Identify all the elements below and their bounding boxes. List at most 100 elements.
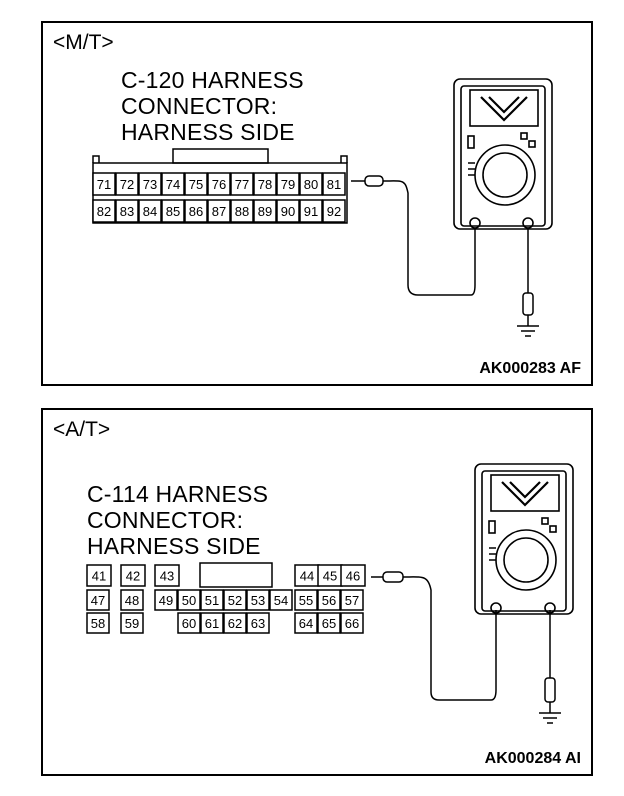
pin-number: 89 [258,204,272,219]
multimeter-bezel [460,85,546,227]
connector-pin-63: 63 [246,612,270,634]
connector-pin-82: 82 [92,199,116,223]
pin-number: 45 [323,569,337,584]
pin-cell [207,172,231,196]
pin-cell [246,612,270,634]
connector-pin-72: 72 [115,172,139,196]
pin-number: 47 [91,593,105,608]
connector-pin-66: 66 [340,612,364,634]
pin-number: 60 [182,616,196,631]
pin-cell [230,199,254,223]
connector-pin-81: 81 [322,172,346,196]
pin-number: 61 [205,616,219,631]
connector-pin-83: 83 [115,199,139,223]
ground-icon [539,702,561,724]
connector-pin-55: 55 [294,589,318,611]
pin-cell [115,199,139,223]
connector-pin-71: 71 [92,172,116,196]
connector-pin-92: 92 [322,199,346,223]
connector-pin-77: 77 [230,172,254,196]
connector-pin-75: 75 [184,172,208,196]
probe-tip [364,175,384,187]
connector-pin-48: 48 [120,589,144,611]
connector-pin-49: 49 [154,589,178,611]
transmission-label: <A/T> [53,418,111,441]
pin-cell [200,589,224,611]
pin-number: 66 [345,616,359,631]
connector-pin-53: 53 [246,589,270,611]
pin-cell [317,612,341,634]
transmission-label: <M/T> [53,31,114,54]
figure-code: AK000283 AF [479,360,581,377]
pin-number: 88 [235,204,249,219]
pin-cell [299,172,323,196]
pin-number: 53 [251,593,265,608]
connector-pin-42: 42 [120,564,146,587]
pin-number: 63 [251,616,265,631]
multimeter-bezel [481,470,567,612]
pin-number: 82 [97,204,111,219]
pin-number: 91 [304,204,318,219]
pin-cell [200,612,224,634]
pin-cell [276,172,300,196]
pin-cell [92,199,116,223]
probe-wiring [351,175,539,337]
pin-number: 81 [327,177,341,192]
connector-pin-65: 65 [317,612,341,634]
pin-number: 87 [212,204,226,219]
connector-pin-89: 89 [253,199,277,223]
pin-number: 56 [322,593,336,608]
mode-button-1 [541,517,549,525]
mode-button-1 [520,132,528,140]
pin-number: 80 [304,177,318,192]
connector-pin-44: 44 [294,564,320,587]
connector-pin-59: 59 [120,612,144,634]
pin-cell [246,589,270,611]
connector-pin-88: 88 [230,199,254,223]
com-jack [469,217,481,229]
pin-number: 74 [166,177,180,192]
v-jack [522,217,534,229]
pin-number: 43 [160,569,174,584]
connector-title-line-2: CONNECTOR: [121,93,278,119]
multimeter [453,78,553,230]
connector-ears [92,155,348,163]
at-panel: <A/T> C-114 HARNESS CONNECTOR: HARNESS S… [41,408,593,776]
connector-pin-46: 46 [340,564,366,587]
range-indicator [488,520,496,534]
ground-icon [517,315,539,337]
connector-latch [199,562,273,588]
selector-dial [474,144,536,206]
connector-pin-57: 57 [340,589,364,611]
pin-cell [184,172,208,196]
connector-latch [172,148,269,164]
ground-clip [522,292,534,316]
pin-cell [161,199,185,223]
pin-number: 62 [228,616,242,631]
pin-number: 54 [274,593,288,608]
pin-number: 73 [143,177,157,192]
selector-dial [495,529,557,591]
connector-pin-74: 74 [161,172,185,196]
pin-cell [138,199,162,223]
pin-cell [177,612,201,634]
pin-number: 52 [228,593,242,608]
pin-cell [322,172,346,196]
pin-cell [253,172,277,196]
v-jack [544,602,556,614]
pin-number: 57 [345,593,359,608]
multimeter-display [469,89,539,127]
ground-clip [544,677,556,703]
connector-pin-91: 91 [299,199,323,223]
connector-pin-79: 79 [276,172,300,196]
connector-pin-80: 80 [299,172,323,196]
pin-cell [223,589,247,611]
connector-pin-87: 87 [207,199,231,223]
range-indicator [467,135,475,149]
pin-number: 72 [120,177,134,192]
multimeter-body [474,463,574,615]
